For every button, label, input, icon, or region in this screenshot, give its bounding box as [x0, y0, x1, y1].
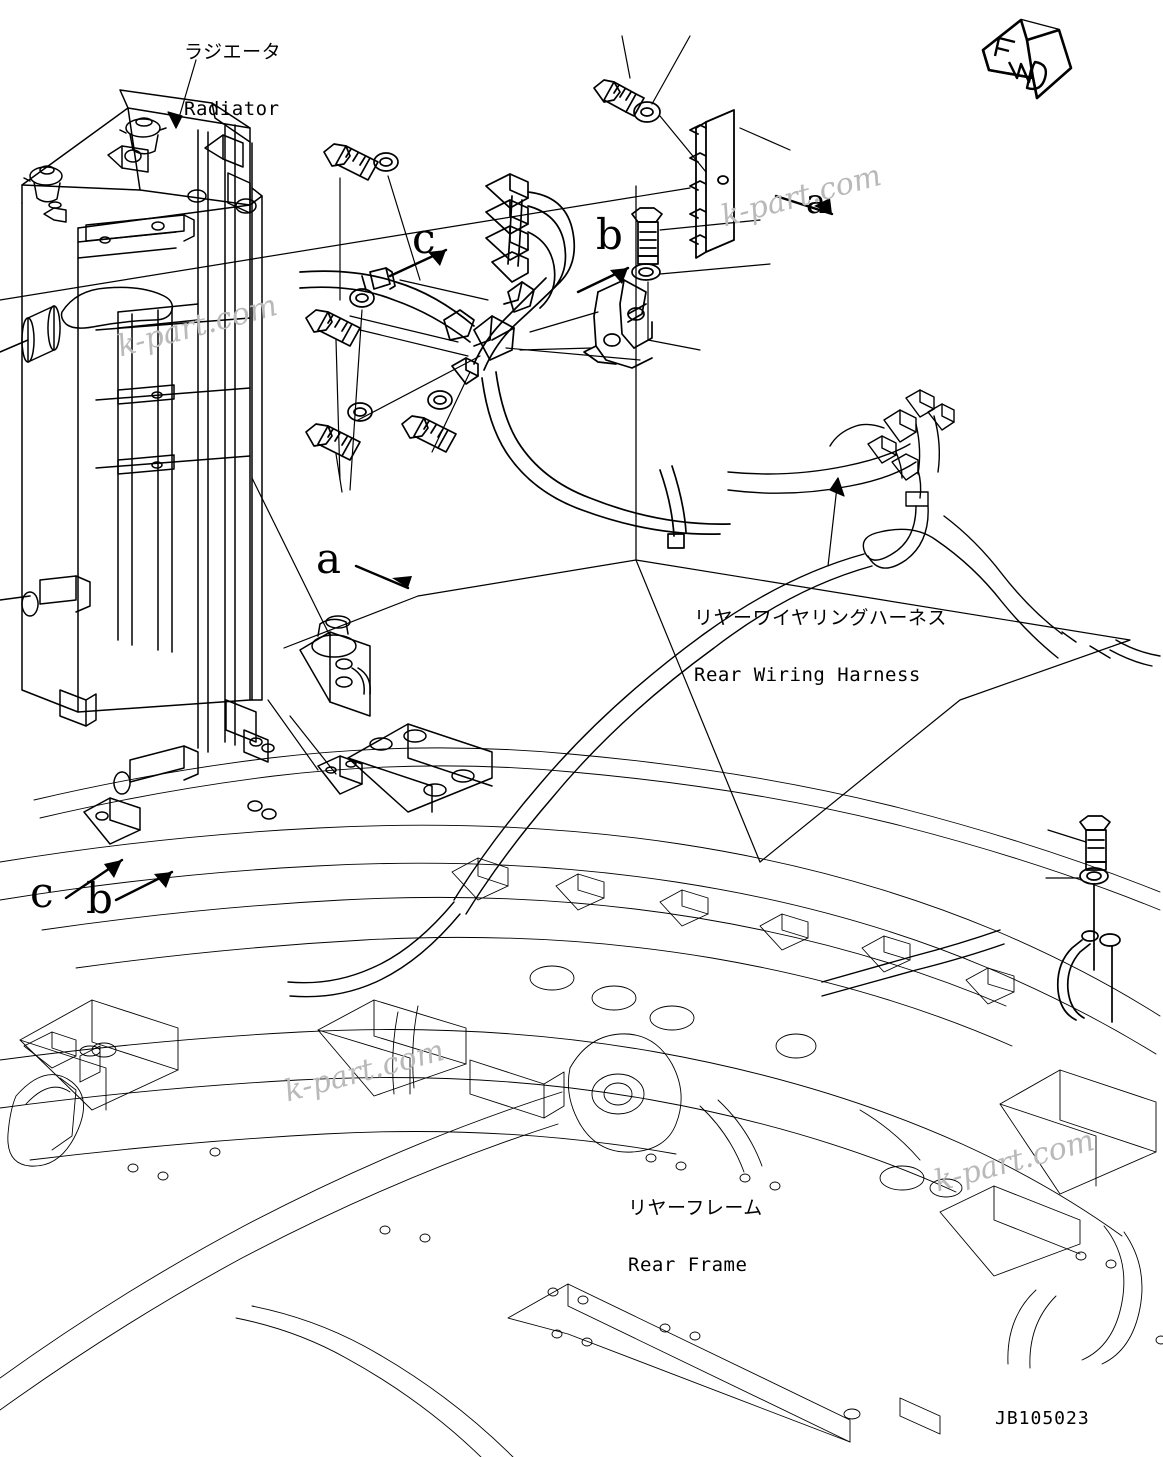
label-rear-wiring-harness-jp: リヤーワイヤリングハーネス	[694, 606, 947, 629]
fwd-direction-indicator	[981, 18, 1073, 100]
washer-a-top	[633, 101, 661, 123]
mounting-plate-part	[689, 109, 735, 259]
label-radiator-en: Radiator	[184, 97, 280, 120]
rear-wiring-harness	[287, 389, 1161, 998]
bolt-c-upper	[323, 143, 379, 181]
washer-b-upper	[631, 263, 661, 281]
bolt-a-top	[593, 79, 645, 117]
callout-a-middle-left: a	[316, 534, 342, 583]
washer-right-clamp	[1079, 867, 1109, 885]
label-rear-wiring-harness-en: Rear Wiring Harness	[694, 663, 921, 686]
harness-bracket	[583, 279, 653, 369]
leader-lines	[0, 35, 1131, 879]
label-radiator: ラジエータ Radiator	[184, 6, 281, 156]
callout-b-lower-left: b	[86, 874, 113, 923]
callout-a-upper-right: a	[806, 182, 827, 222]
washer-c-upper	[373, 152, 399, 172]
bolt-mid-center	[401, 415, 457, 453]
radiator-lower-mount	[83, 615, 493, 845]
label-rear-frame-jp: リヤーフレーム	[628, 1196, 763, 1219]
label-rear-wiring-harness: リヤーワイヤリングハーネス Rear Wiring Harness	[694, 572, 947, 722]
washer-mid-left-1	[349, 288, 375, 308]
harness-clamp-right	[1056, 883, 1121, 1023]
bolt-right-clamp	[1079, 815, 1111, 871]
callout-c-lower-left: c	[30, 868, 54, 917]
callout-arrows	[64, 194, 834, 902]
radiator-assembly	[0, 89, 263, 753]
label-rear-frame-en: Rear Frame	[628, 1253, 748, 1276]
label-rear-frame: リヤーフレーム Rear Frame	[628, 1162, 763, 1312]
rear-frame	[0, 747, 1163, 1457]
bolt-b-upper	[631, 207, 663, 265]
washer-mid-center	[427, 390, 453, 410]
callout-b-upper: b	[596, 210, 623, 259]
harness-upper-bundle	[299, 173, 731, 549]
drawing-number: JB105023	[995, 1408, 1090, 1429]
callout-c-upper: c	[412, 214, 436, 263]
label-radiator-jp: ラジエータ	[184, 40, 282, 63]
bolt-mid-left-1	[305, 309, 361, 347]
bolt-mid-left-2	[305, 423, 361, 461]
